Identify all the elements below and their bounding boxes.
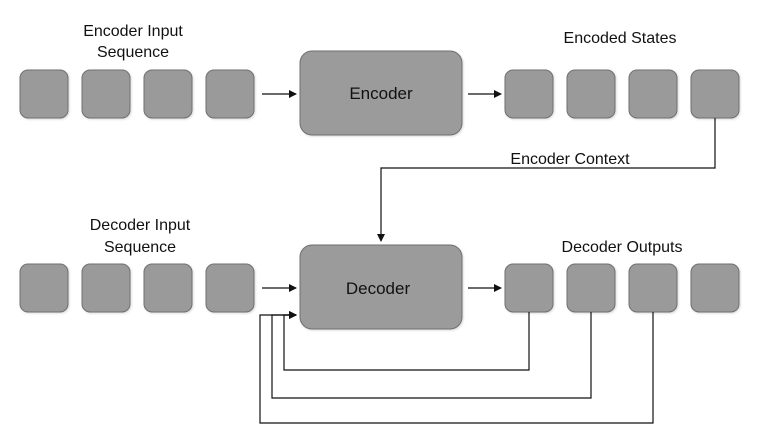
feedback-connector-3 (259, 311, 654, 424)
encoder-context-label: Encoder Context (510, 151, 630, 168)
encoder-input-token (205, 69, 255, 119)
decoder-outputs-label: Decoder Outputs (562, 239, 683, 256)
encoder-input-label-line2: Sequence (97, 44, 169, 61)
decoder-block-label: Decoder (346, 279, 411, 298)
decoder-input-label-line2: Sequence (104, 239, 176, 256)
decoder-input-token (205, 263, 255, 313)
decoder-output-token (690, 263, 740, 313)
decoder-output-token (504, 263, 554, 313)
encoded-states-label: Encoded States (564, 30, 677, 47)
encoder-block-label: Encoder (349, 84, 413, 103)
encoded-state-token (628, 69, 678, 119)
encoder-input-token (19, 69, 69, 119)
encoder-input-label-line1: Encoder Input (83, 23, 183, 40)
decoder-block (299, 244, 463, 330)
decoder-input-token (19, 263, 69, 313)
encoder-context-connector (377, 118, 716, 242)
encoded-state-token (690, 69, 740, 119)
encoder-input-token (81, 69, 131, 119)
decoder-input-token (143, 263, 193, 313)
encoder-block (299, 50, 463, 136)
encoder-input-token (143, 69, 193, 119)
decoder-input-label-line1: Decoder Input (90, 217, 191, 234)
decoder-input-token (81, 263, 131, 313)
encoded-state-token (504, 69, 554, 119)
decoder-output-token (566, 263, 616, 313)
decoder-output-token (628, 263, 678, 313)
encoded-state-token (566, 69, 616, 119)
